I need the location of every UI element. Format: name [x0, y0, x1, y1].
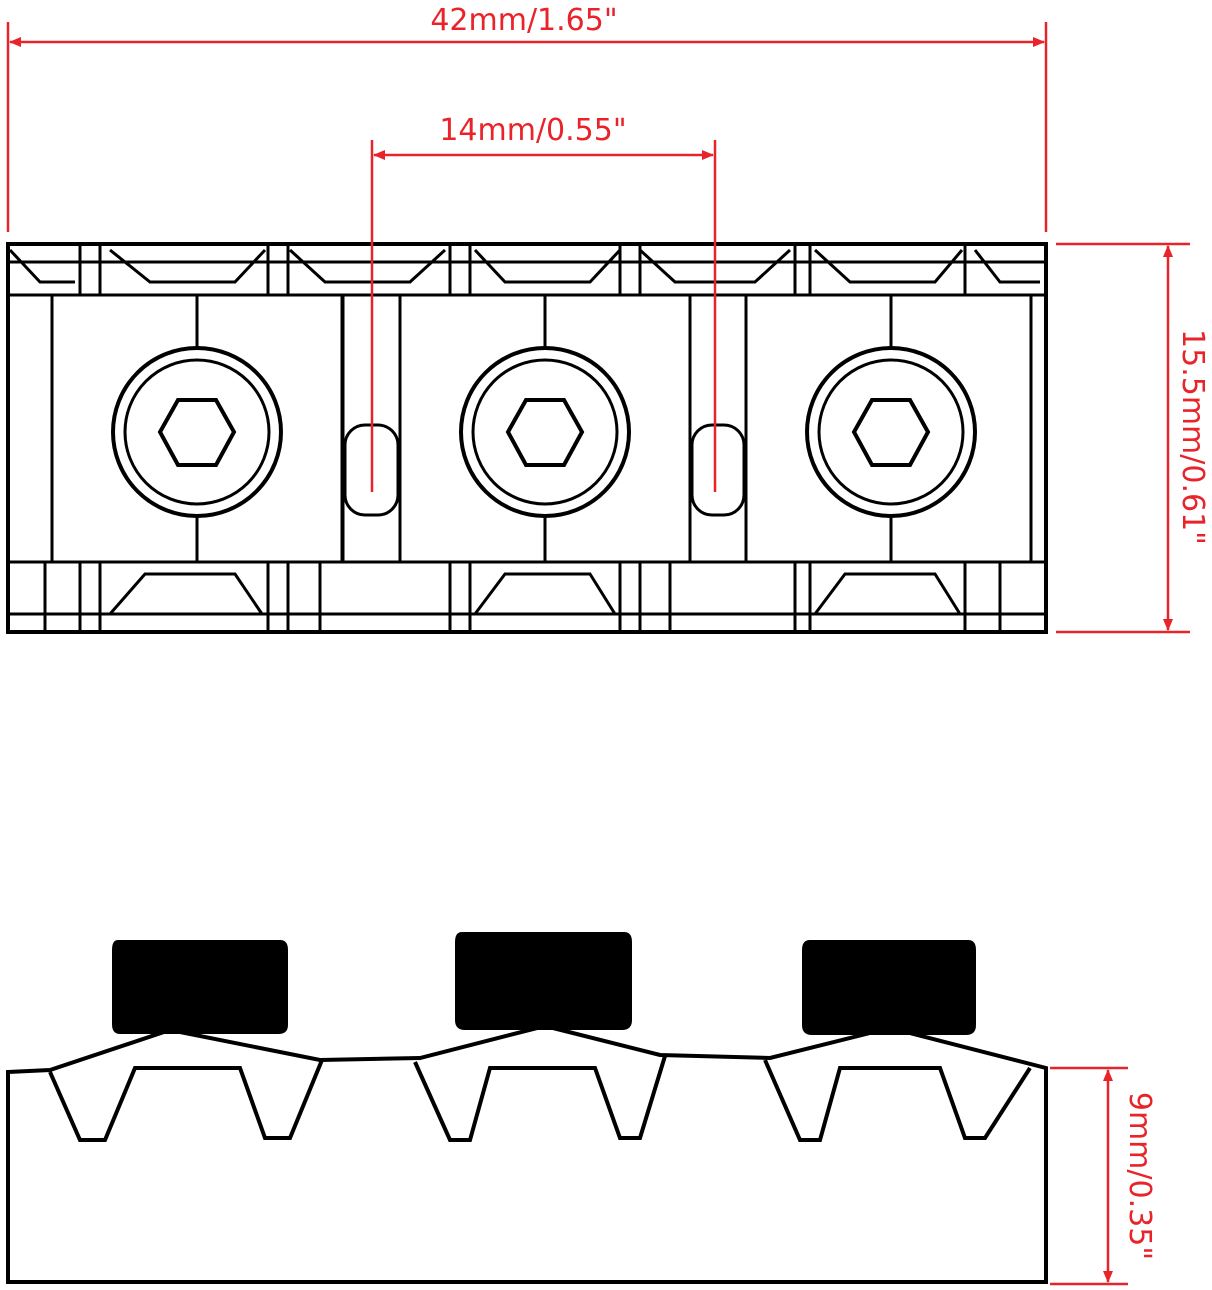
saddle-clamp-3 [802, 940, 976, 1035]
top-view [6, 242, 1048, 634]
bottom-strip [8, 562, 1046, 632]
hex-screw-2 [459, 346, 631, 518]
dimension-depth: 15.5mm/0.61" [1056, 242, 1210, 634]
top-strip [8, 244, 1046, 295]
dimension-overall-width: 42mm/1.65" [6, 3, 1048, 232]
hex-screws [111, 346, 977, 518]
dimension-height: 9mm/0.35" [1050, 1066, 1157, 1286]
saddle-clamp-2 [455, 932, 632, 1030]
height-label: 9mm/0.35" [1122, 1092, 1157, 1260]
depth-label: 15.5mm/0.61" [1175, 329, 1210, 545]
string-spacing-label: 14mm/0.55" [439, 113, 626, 148]
hex-screw-1 [111, 346, 283, 518]
hex-screw-3 [805, 346, 977, 518]
saddle-clamp-1 [112, 940, 288, 1034]
overall-width-label: 42mm/1.65" [430, 3, 617, 38]
side-view [6, 932, 1048, 1284]
saddles [50, 293, 1033, 564]
dimension-string-spacing: 14mm/0.55" [370, 113, 717, 492]
